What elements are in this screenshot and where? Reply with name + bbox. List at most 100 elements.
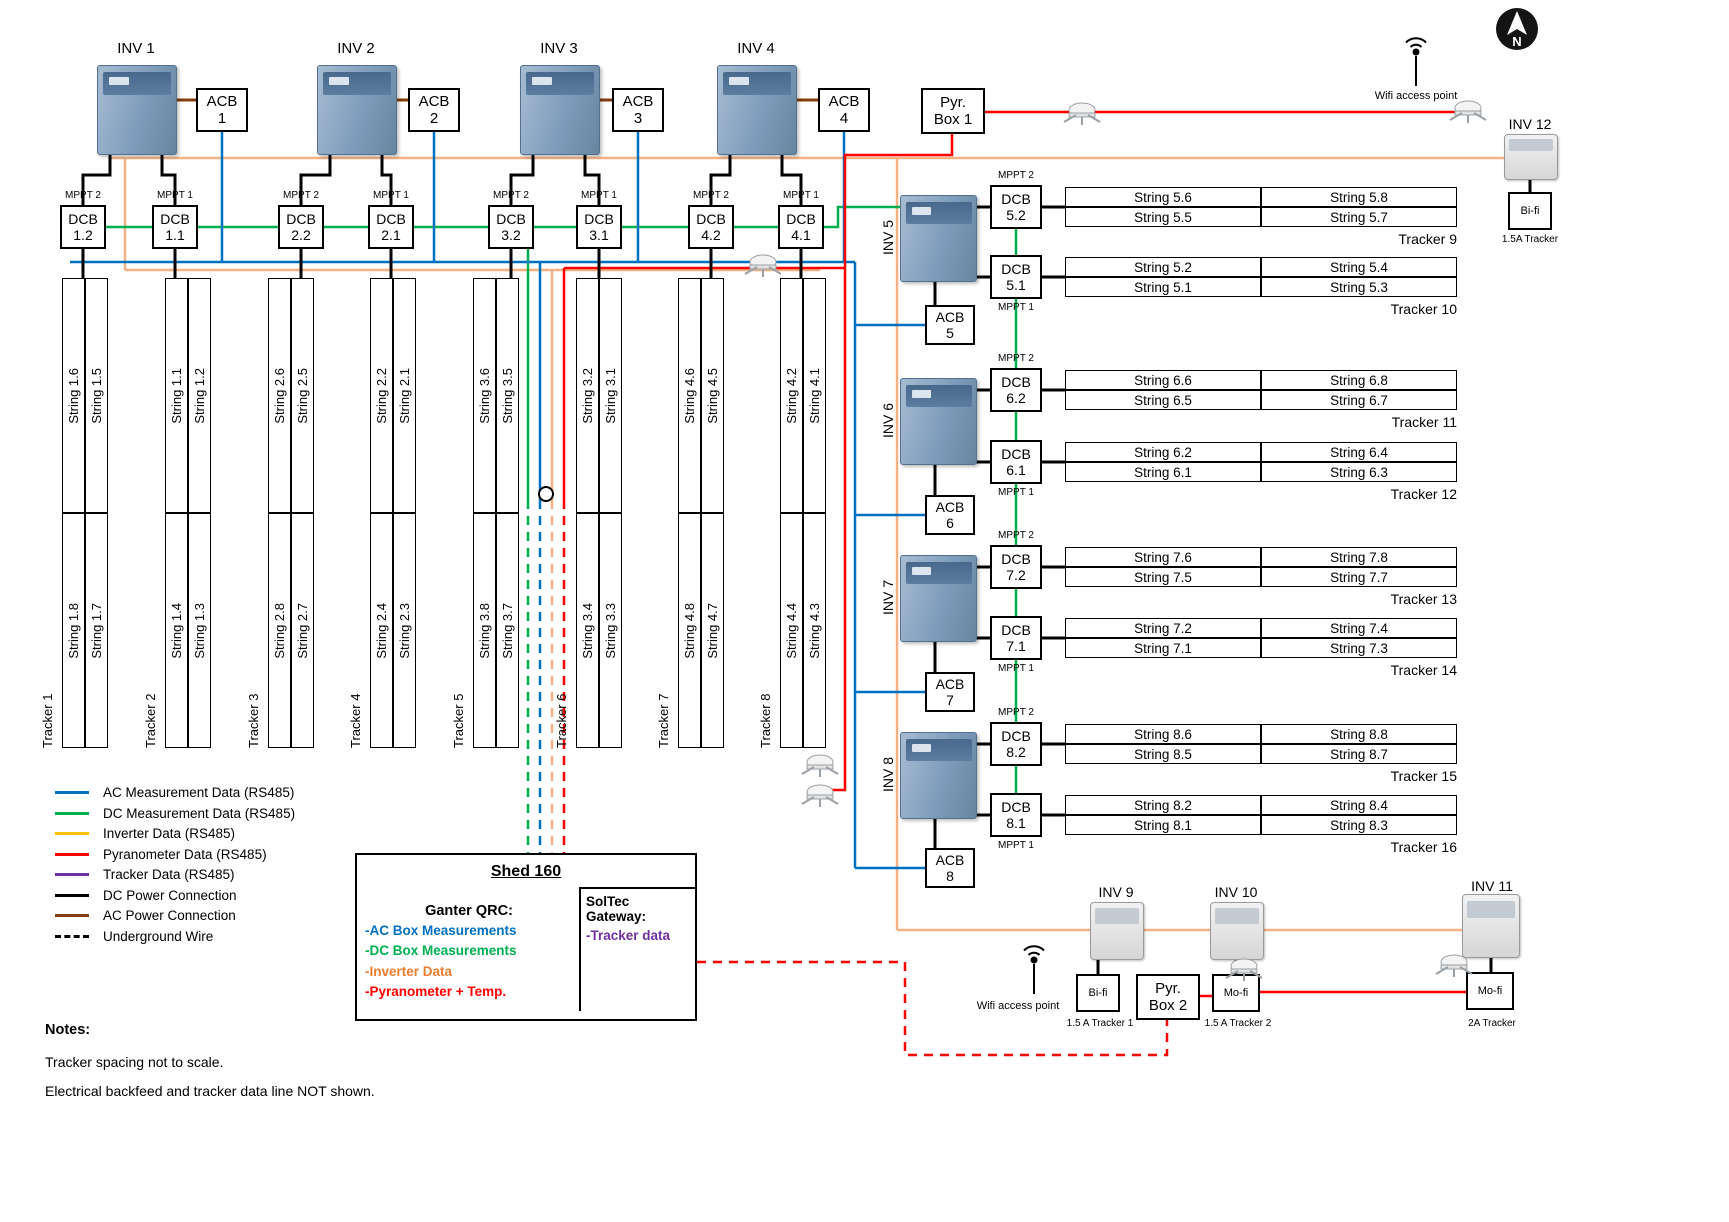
- legend-line-swatch: [55, 893, 89, 897]
- tracker-amp-label: 2A Tracker: [1468, 1018, 1516, 1029]
- dcb-box: DCB 3.1: [576, 205, 622, 249]
- string-label: String 5.1: [1134, 279, 1192, 295]
- string-cell: String 4.2: [780, 278, 803, 513]
- dcb-line2: 4.1: [791, 227, 811, 243]
- mppt-label: MPPT 1: [373, 190, 409, 201]
- string-label: String 4.5: [705, 367, 720, 424]
- bifi-label: Bi-fi: [1088, 986, 1108, 999]
- tracker-label: Tracker 7: [656, 693, 671, 748]
- dcb-box: DCB 1.1: [152, 205, 198, 249]
- string-label: String 6.4: [1330, 444, 1388, 460]
- legend-label: Pyranometer Data (RS485): [103, 846, 267, 862]
- tracker-strings: String 1.6 String 1.5 String 1.8 String …: [62, 278, 108, 748]
- acb-line2: 5: [946, 325, 954, 341]
- string-label: String 7.7: [1330, 569, 1388, 585]
- dcb-line1: DCB: [786, 210, 816, 227]
- wire-segment: [824, 268, 847, 792]
- string-cell: String 6.3: [1261, 462, 1457, 482]
- mppt-label: MPPT 2: [998, 170, 1034, 181]
- acb-line1: ACB: [935, 498, 965, 515]
- inv11-label: INV 11: [1471, 878, 1513, 894]
- string-label: String 2.5: [295, 367, 310, 424]
- inverter-data-wires: [110, 156, 1506, 932]
- acb-line1: ACB: [418, 92, 450, 110]
- tracker-strings: String 1.1 String 1.2 String 1.4 String …: [165, 278, 211, 748]
- string-label: String 8.3: [1330, 817, 1388, 833]
- compass-icon: N: [1494, 6, 1540, 57]
- pyranometer-icon: [741, 252, 785, 285]
- acb2-box: ACB 2: [408, 88, 460, 132]
- wifi-antenna-icon: [1014, 944, 1054, 1001]
- string-cell: String 4.1: [803, 278, 826, 513]
- dcb-box: DCB 7.1: [990, 616, 1042, 660]
- dcb-line2: 6.1: [1006, 462, 1026, 478]
- string-cell: String 5.8: [1261, 187, 1457, 207]
- inverter-graphic: [1462, 894, 1520, 958]
- tracker-strings: String 3.6 String 3.5 String 3.8 String …: [473, 278, 519, 748]
- string-label: String 3.1: [603, 367, 618, 424]
- string-label: String 1.6: [66, 367, 81, 424]
- tracker-table: String 5.6 String 5.8 String 5.5 String …: [1065, 187, 1457, 227]
- pyr-box-line2: Box 2: [1148, 997, 1188, 1014]
- tracker-label: Tracker 11: [1391, 414, 1457, 430]
- acb-line2: 3: [633, 110, 643, 127]
- string-label: String 1.7: [89, 602, 104, 659]
- string-label: String 4.8: [682, 602, 697, 659]
- dcb-line1: DCB: [286, 210, 316, 227]
- shed-item: -Inverter Data: [365, 963, 453, 979]
- pyranometer-icon: [1222, 956, 1266, 989]
- dcb-line1: DCB: [584, 210, 614, 227]
- legend-label: Underground Wire: [103, 928, 214, 944]
- tracker-label: Tracker 12: [1390, 486, 1457, 502]
- string-cell: String 4.3: [803, 513, 826, 748]
- inv2-label: INV 2: [337, 40, 375, 57]
- acb-line1: ACB: [206, 92, 238, 110]
- pyranometer-icon: [798, 752, 842, 785]
- dcb-box: DCB 5.2: [990, 185, 1042, 229]
- mppt-label: MPPT 2: [693, 190, 729, 201]
- pyranometer-icon: [1060, 100, 1104, 133]
- inv7-label: INV 7: [880, 580, 896, 616]
- dcb-box: DCB 1.2: [60, 205, 106, 249]
- legend-line-swatch: [55, 873, 89, 876]
- string-label: String 8.7: [1330, 746, 1388, 762]
- dcb-line2: 1.2: [73, 227, 93, 243]
- legend-line-swatch: [55, 852, 89, 856]
- dcb-line1: DCB: [1001, 190, 1031, 207]
- tracker-amp-label: 1.5 A Tracker 1: [1066, 1018, 1134, 1029]
- string-cell: String 1.1: [165, 278, 188, 513]
- string-label: String 4.7: [705, 602, 720, 659]
- string-label: String 2.8: [272, 602, 287, 659]
- acb3-box: ACB 3: [612, 88, 664, 132]
- tracker-strings: String 4.6 String 4.5 String 4.8 String …: [678, 278, 724, 748]
- inverter-graphic: [1210, 902, 1264, 960]
- mppt-label: MPPT 1: [157, 190, 193, 201]
- inverter-graphic: [900, 555, 977, 642]
- legend-item: DC Measurement Data (RS485): [55, 806, 295, 821]
- string-cell: String 4.4: [780, 513, 803, 748]
- dcb-line2: 6.2: [1006, 390, 1026, 406]
- notes-block: Notes: Tracker spacing not to scale. Ele…: [45, 1022, 375, 1112]
- string-label: String 7.3: [1330, 640, 1388, 656]
- string-cell: String 1.2: [188, 278, 211, 513]
- dcb-box: DCB 4.1: [778, 205, 824, 249]
- string-label: String 8.2: [1134, 797, 1192, 813]
- string-cell: String 8.3: [1261, 815, 1457, 835]
- mppt-label: MPPT 2: [283, 190, 319, 201]
- dcb-line2: 5.1: [1006, 277, 1026, 293]
- dcb-line1: DCB: [1001, 445, 1031, 462]
- string-cell: String 8.5: [1065, 744, 1261, 764]
- pyr-box-line1: Pyr.: [1155, 979, 1181, 997]
- dcb-box: DCB 3.2: [488, 205, 534, 249]
- shed-item: -Pyranometer + Temp.: [365, 983, 507, 999]
- notes-line: Tracker spacing not to scale.: [45, 1054, 224, 1070]
- inverter-graphic: [1090, 902, 1144, 960]
- dcb-line1: DCB: [1001, 550, 1031, 567]
- string-cell: String 5.4: [1261, 257, 1457, 277]
- legend-line-swatch: [55, 811, 89, 815]
- string-label: String 3.4: [580, 602, 595, 659]
- shed-soltec-title: SolTec Gateway:: [586, 894, 647, 924]
- inv3-label: INV 3: [540, 40, 578, 57]
- dcb-box: DCB 7.2: [990, 545, 1042, 589]
